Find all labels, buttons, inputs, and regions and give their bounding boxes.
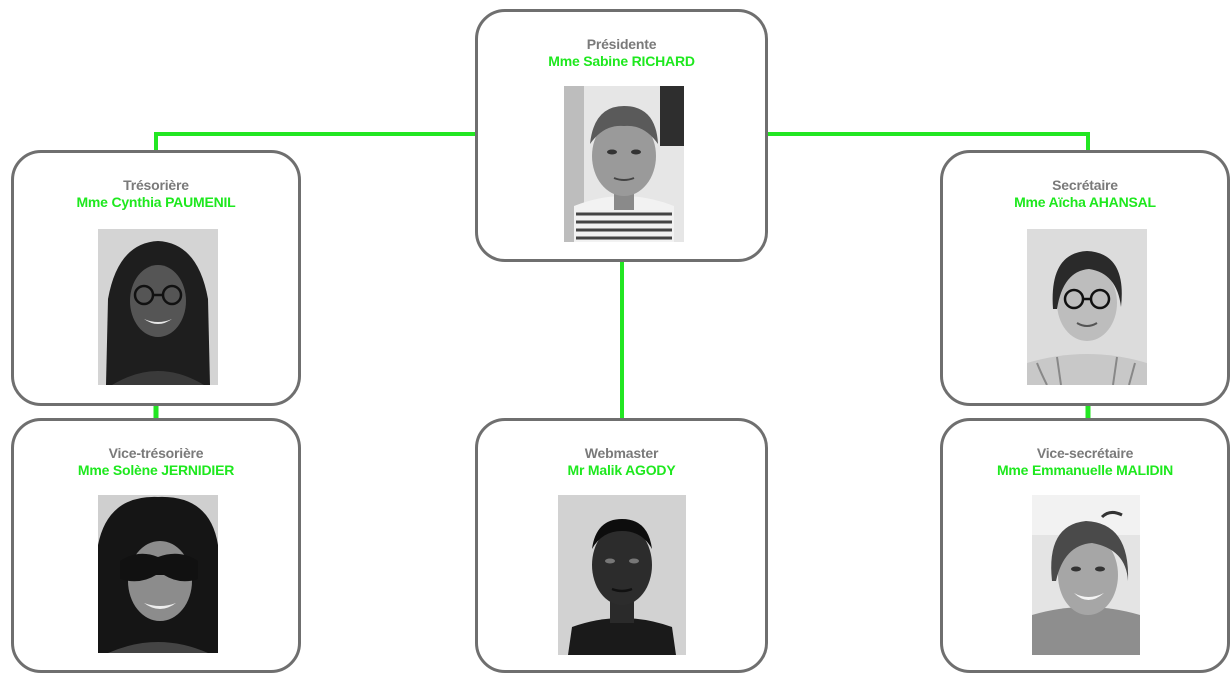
role-vice-tresoriere: Vice-trésorière [108,445,204,461]
role-webmaster: Webmaster [584,445,659,461]
photo-president [564,86,684,242]
card-webmaster: Webmaster Mr Malik AGODY [475,418,768,673]
card-vice-tresoriere: Vice-trésorière Mme Solène JERNIDIER [11,418,301,673]
role-president: Présidente [586,36,657,52]
name-vice-tresoriere: Mme Solène JERNIDIER [77,462,235,478]
name-tresoriere: Mme Cynthia PAUMENIL [76,194,236,210]
photo-tresoriere [98,229,218,385]
card-president: Présidente Mme Sabine RICHARD [475,9,768,262]
role-tresoriere: Trésorière [123,177,189,193]
name-webmaster: Mr Malik AGODY [567,462,676,478]
name-secretaire: Mme Aïcha AHANSAL [1014,194,1156,210]
name-president: Mme Sabine RICHARD [548,53,695,69]
card-vice-secretaire: Vice-secrétaire Mme Emmanuelle MALIDIN [940,418,1230,673]
role-vice-secretaire: Vice-secrétaire [1036,445,1134,461]
role-secretaire: Secrétaire [1052,177,1118,193]
photo-vice-tresoriere [98,495,218,653]
name-vice-secretaire: Mme Emmanuelle MALIDIN [996,462,1174,478]
photo-secretaire [1027,229,1147,385]
photo-webmaster [558,495,686,655]
card-secretaire: Secrétaire Mme Aïcha AHANSAL [940,150,1230,406]
photo-vice-secretaire [1032,495,1140,655]
card-tresoriere: Trésorière Mme Cynthia PAUMENIL [11,150,301,406]
